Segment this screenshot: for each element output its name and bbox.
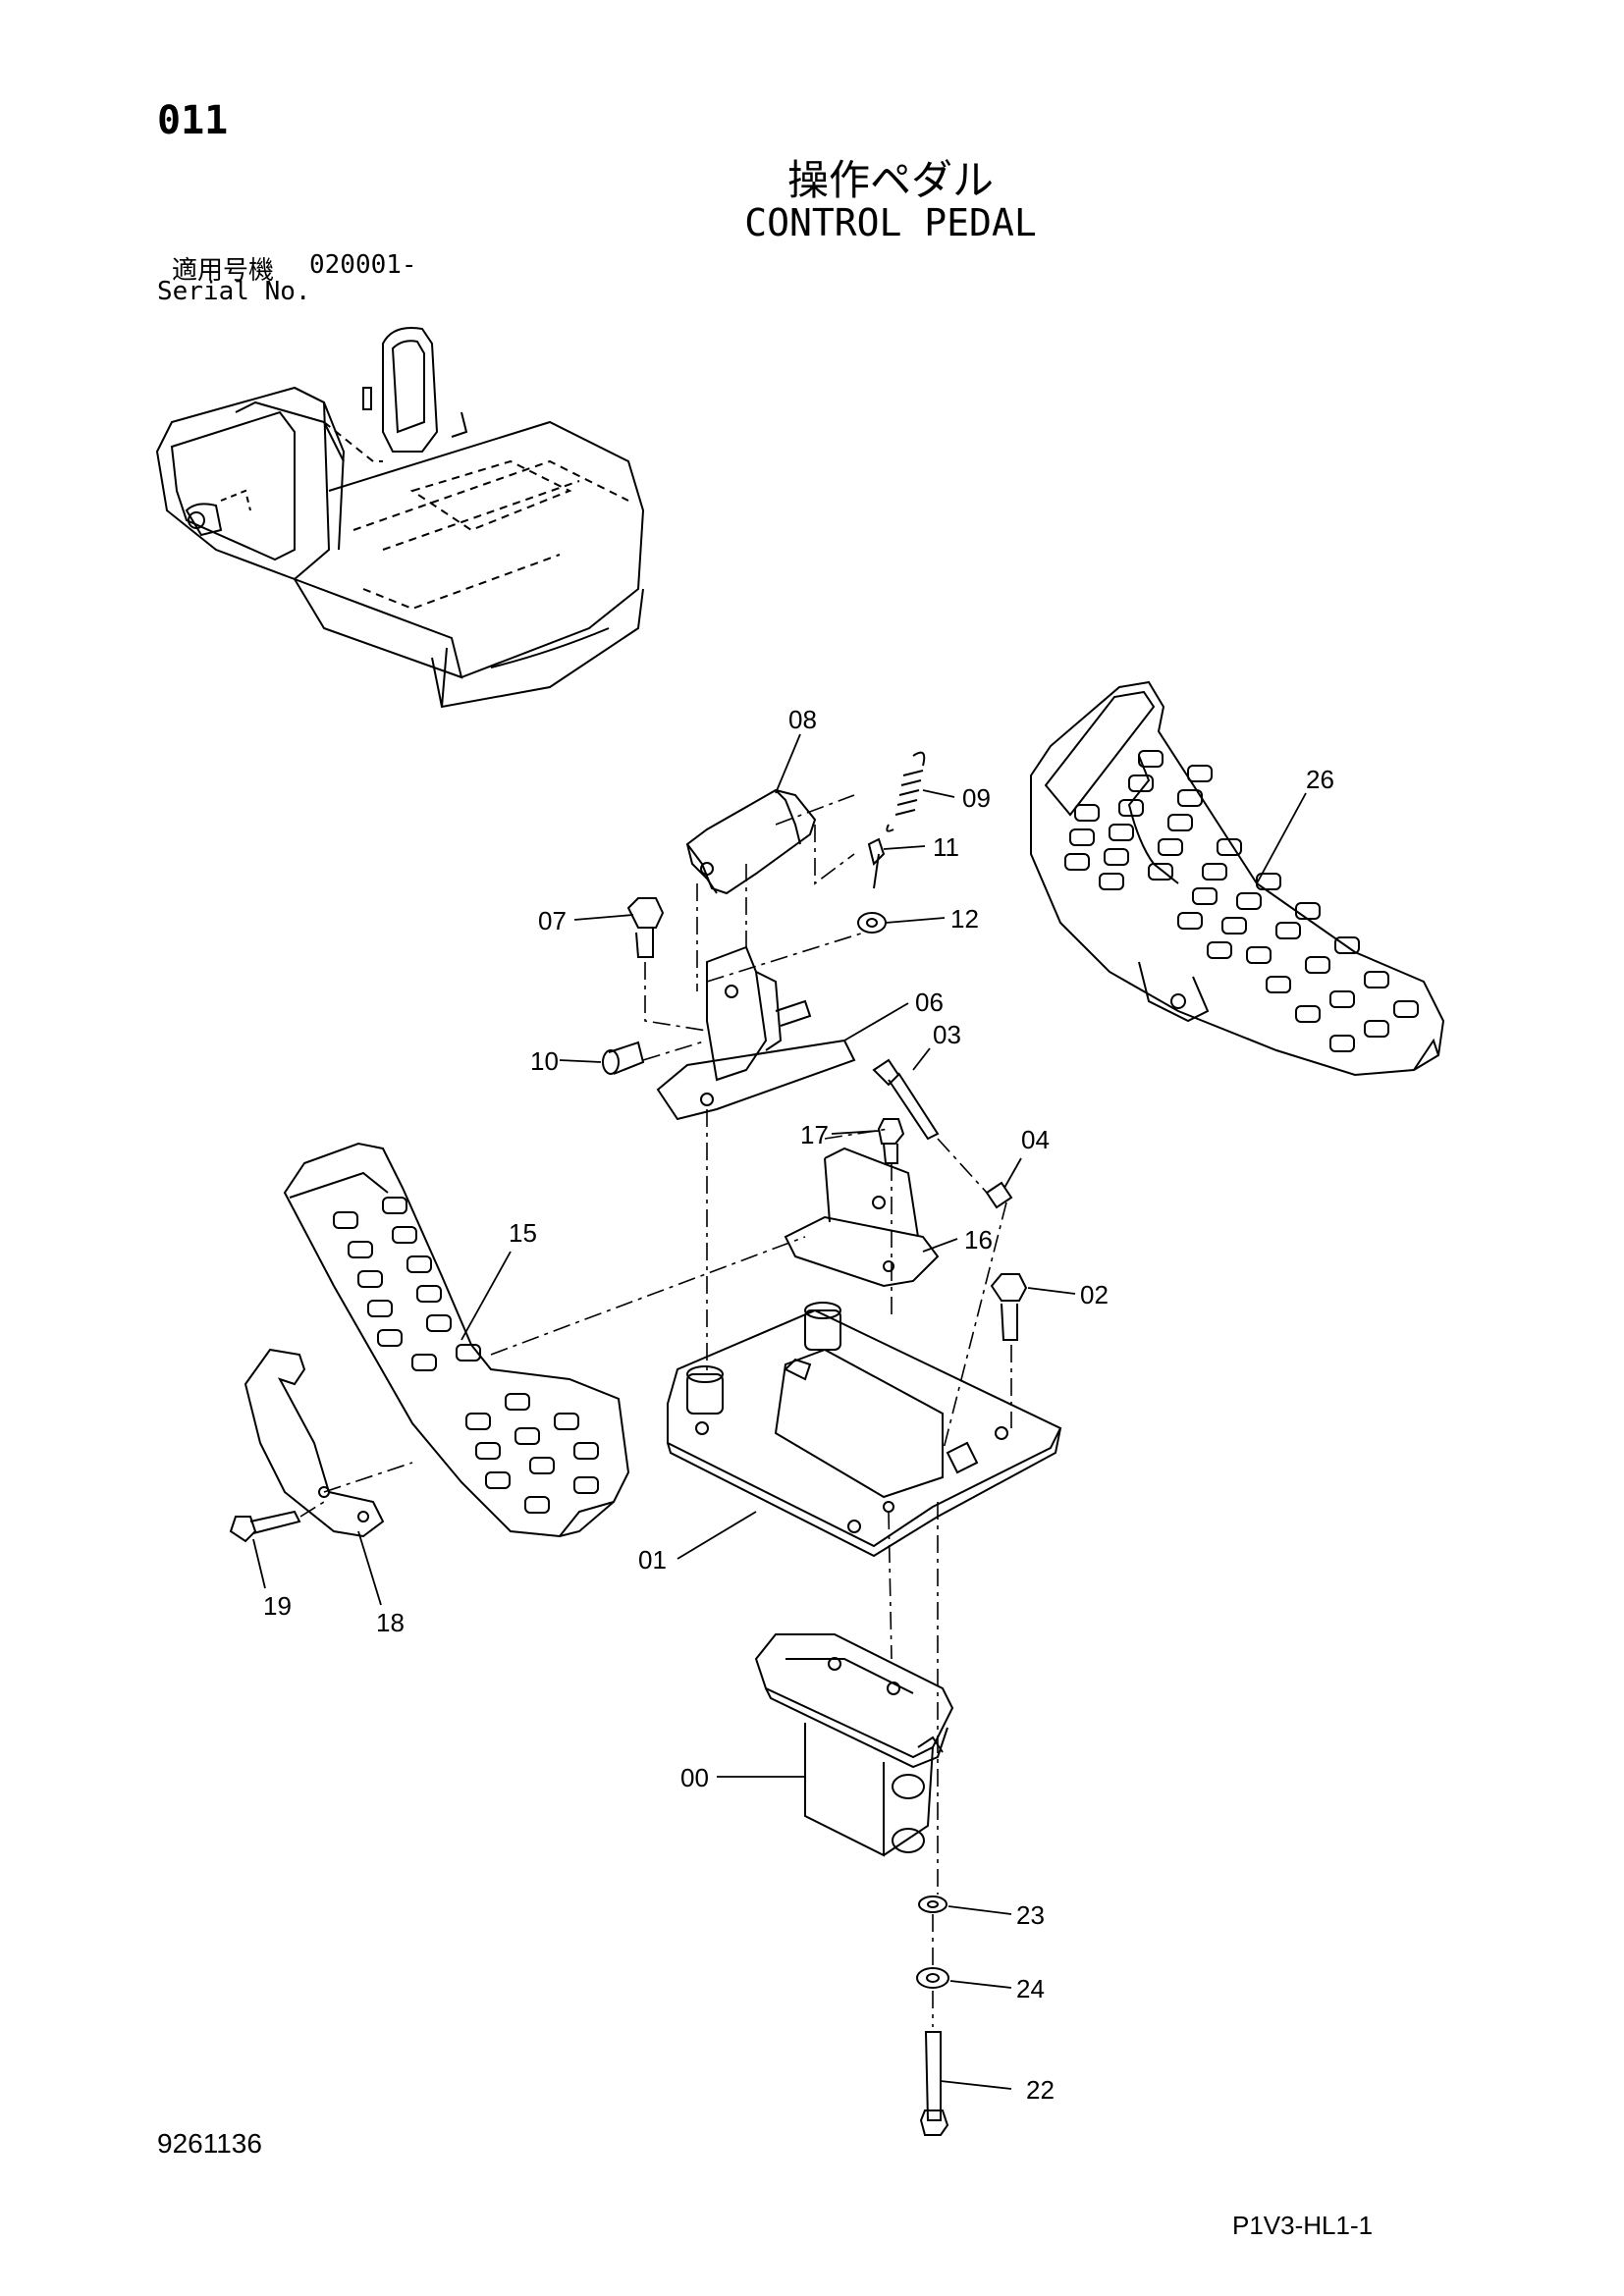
callout-24: 24 [1016, 1974, 1045, 2003]
base-plate-01-illustration [667, 1302, 1062, 1558]
serial-value: 020001- [309, 250, 417, 280]
lever-08-illustration [685, 788, 817, 895]
bolt-22-illustration [919, 2031, 949, 2136]
bolt-03-illustration [872, 1058, 940, 1141]
callout-06: 06 [915, 988, 944, 1017]
callout-12: 12 [950, 904, 979, 934]
pedal-15-illustration [283, 1142, 630, 1538]
callout-23: 23 [1016, 1900, 1045, 1930]
serial-label-japanese: 適用号機 [172, 256, 275, 286]
bolt-02-illustration [990, 1273, 1028, 1341]
assembly-lines [299, 794, 1012, 2027]
callout-26: 26 [1306, 765, 1334, 794]
bracket-18-illustration [244, 1348, 385, 1538]
callout-18: 18 [376, 1608, 405, 1637]
bracket-06-illustration [656, 945, 856, 1121]
pedal-26-illustration [1030, 680, 1445, 1077]
title-english: CONTROL PEDAL [744, 201, 1037, 244]
callout-00: 00 [680, 1763, 709, 1792]
callout-08: 08 [788, 705, 817, 734]
drawing-number: 9261136 [157, 2128, 262, 2159]
pin-10-illustration [602, 1041, 645, 1075]
callout-19: 19 [263, 1591, 292, 1621]
bracket-16-illustration [784, 1147, 940, 1288]
callout-09: 09 [962, 783, 991, 813]
washer-23-illustration [918, 1896, 947, 1913]
bolt-17-illustration [877, 1118, 905, 1164]
page-number: 011 [157, 98, 229, 143]
machine-overview-illustration [155, 327, 645, 709]
callout-labels: 08 09 11 12 07 06 03 10 17 04 16 02 15 2… [263, 705, 1334, 2105]
bolt-07-illustration [626, 897, 665, 958]
callout-15: 15 [509, 1218, 537, 1248]
callout-16: 16 [964, 1225, 993, 1255]
nut-24-illustration [916, 1967, 949, 1989]
callout-11: 11 [933, 832, 959, 862]
title-japanese: 操作ペダル [786, 156, 994, 204]
callout-22: 22 [1026, 2075, 1055, 2105]
callout-17: 17 [800, 1120, 829, 1149]
callout-01: 01 [638, 1545, 667, 1575]
serial-label-english: Serial No. [157, 277, 311, 306]
pilot-valve-00-illustration [754, 1633, 954, 1857]
page-code: P1V3-HL1-1 [1232, 2211, 1374, 2240]
nut-04-illustration [985, 1181, 1013, 1209]
spring-09-illustration [886, 751, 926, 832]
leader-lines [252, 733, 1307, 2090]
callout-07: 07 [538, 906, 567, 935]
callout-02: 02 [1080, 1280, 1109, 1309]
washer-12-illustration [857, 912, 887, 934]
callout-10: 10 [530, 1046, 559, 1076]
bolt-19-illustration [229, 1510, 301, 1543]
callout-03: 03 [933, 1020, 961, 1049]
callout-04: 04 [1021, 1125, 1050, 1154]
pin-11-illustration [867, 837, 886, 889]
